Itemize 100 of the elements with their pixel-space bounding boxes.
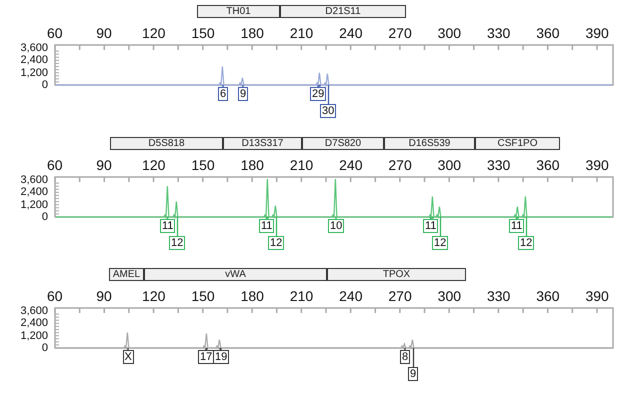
locus-bar: D7S820 [302,137,384,150]
x-axis-tick-label: 90 [96,289,112,303]
x-axis-tick-label: 120 [142,289,166,303]
x-axis-tick-label: 120 [142,26,166,40]
peak [331,178,338,218]
y-axis-tick-label: 3,600 [19,43,48,53]
x-axis-tick-label: 240 [339,289,362,303]
peak [238,77,244,87]
allele-label: 30 [320,104,336,118]
y-axis-tick-label: 0 [40,80,48,90]
leader-line [412,348,414,367]
y-axis-tick-label: 2,400 [19,187,48,198]
x-axis-tick-label: 210 [290,26,314,40]
x-axis-tick-label: 270 [388,289,412,303]
peak [408,339,414,350]
allele-label: 11 [509,219,524,233]
leader-line [328,85,330,104]
x-axis-tick-label: 60 [47,26,63,40]
allele-label: 9 [408,367,418,381]
locus-bar: vWA [144,268,327,281]
locus-bar: D5S818 [110,137,223,150]
y-axis-tick-label: 1,200 [19,330,48,341]
peak [202,333,208,350]
peak [163,186,170,220]
x-axis-tick-label: 90 [96,158,112,172]
locus-bar: D16S539 [384,137,475,150]
leader-line [166,216,169,220]
peak [271,205,278,220]
peak [263,178,270,218]
leader-line [276,217,278,236]
leader-line [440,217,442,236]
y-axis-tick-label: 2,400 [19,318,48,328]
x-axis-tick-label: 360 [536,26,560,40]
allele-label: 8 [400,350,410,364]
x-axis-tick-label: 210 [290,289,314,303]
x-axis-tick-label: 390 [585,26,609,40]
x-axis-tick-label: 390 [585,289,609,303]
allele-label: 11 [423,219,438,233]
allele-label: 10 [328,219,344,233]
allele-label: 11 [160,219,176,233]
x-axis-tick-label: 150 [191,158,215,172]
allele-label: 19 [213,350,230,364]
x-axis-tick-label: 300 [438,158,462,172]
peak [123,332,130,350]
x-axis-tick-label: 60 [47,158,63,172]
x-axis-tick-label: 360 [536,289,560,303]
x-axis-tick-label: 240 [339,26,362,40]
peak [315,72,322,88]
x-axis-tick-label: 330 [486,26,510,40]
x-axis-tick-label: 240 [339,158,362,172]
peak [215,339,222,350]
x-axis-tick-label: 330 [486,289,510,303]
locus-bar: CSF1PO [475,137,560,150]
allele-label: 11 [259,219,274,233]
locus-bar: TH01 [197,5,280,18]
x-axis-tick-label: 180 [240,158,264,172]
x-axis-tick-label: 390 [585,158,609,172]
x-axis-tick-label: 150 [191,289,215,303]
y-axis-tick-label: 1,200 [19,68,48,78]
allele-label: 12 [518,236,534,250]
peak [172,200,178,220]
allele-label: X [122,350,134,364]
leader-line [526,217,528,236]
allele-label: 12 [169,236,186,250]
y-axis-tick-label: 2,400 [19,55,48,66]
allele-label: 29 [310,87,326,101]
leader-line [176,217,178,236]
y-axis-tick-label: 3,600 [19,175,48,185]
x-axis-tick-label: 60 [47,289,63,303]
x-axis-tick-label: 300 [438,289,462,303]
x-axis-tick-label: 270 [388,26,412,40]
x-axis-tick-label: 180 [240,26,264,40]
locus-bar: D13S317 [223,137,302,150]
x-axis-tick-label: 120 [142,158,166,172]
allele-label: 6 [218,87,228,101]
peak [323,73,330,88]
y-axis-tick-label: 0 [40,212,48,222]
y-axis-tick-label: 1,200 [19,200,48,210]
x-axis-tick-label: 90 [96,26,112,40]
allele-label: 9 [238,87,248,101]
x-axis-tick-label: 180 [240,289,264,303]
x-axis-tick-label: 360 [536,158,560,172]
peak [435,206,442,219]
allele-label: 12 [268,236,284,250]
y-axis-tick-label: 0 [40,343,48,353]
allele-label: 17 [198,350,214,364]
peak [521,196,528,220]
locus-bar: TPOX [327,268,466,281]
x-axis-tick-label: 150 [191,26,215,40]
locus-bar: D21S11 [280,5,406,18]
locus-bar: AMEL [109,268,144,281]
x-axis-tick-label: 300 [438,26,462,40]
peak [218,66,224,88]
x-axis-tick-label: 330 [486,158,510,172]
x-axis-tick-label: 210 [290,158,314,172]
peak [513,206,520,219]
allele-label: 12 [432,236,448,250]
x-axis-tick-label: 270 [388,158,412,172]
y-axis-tick-label: 3,600 [19,306,48,316]
peak [428,196,434,220]
